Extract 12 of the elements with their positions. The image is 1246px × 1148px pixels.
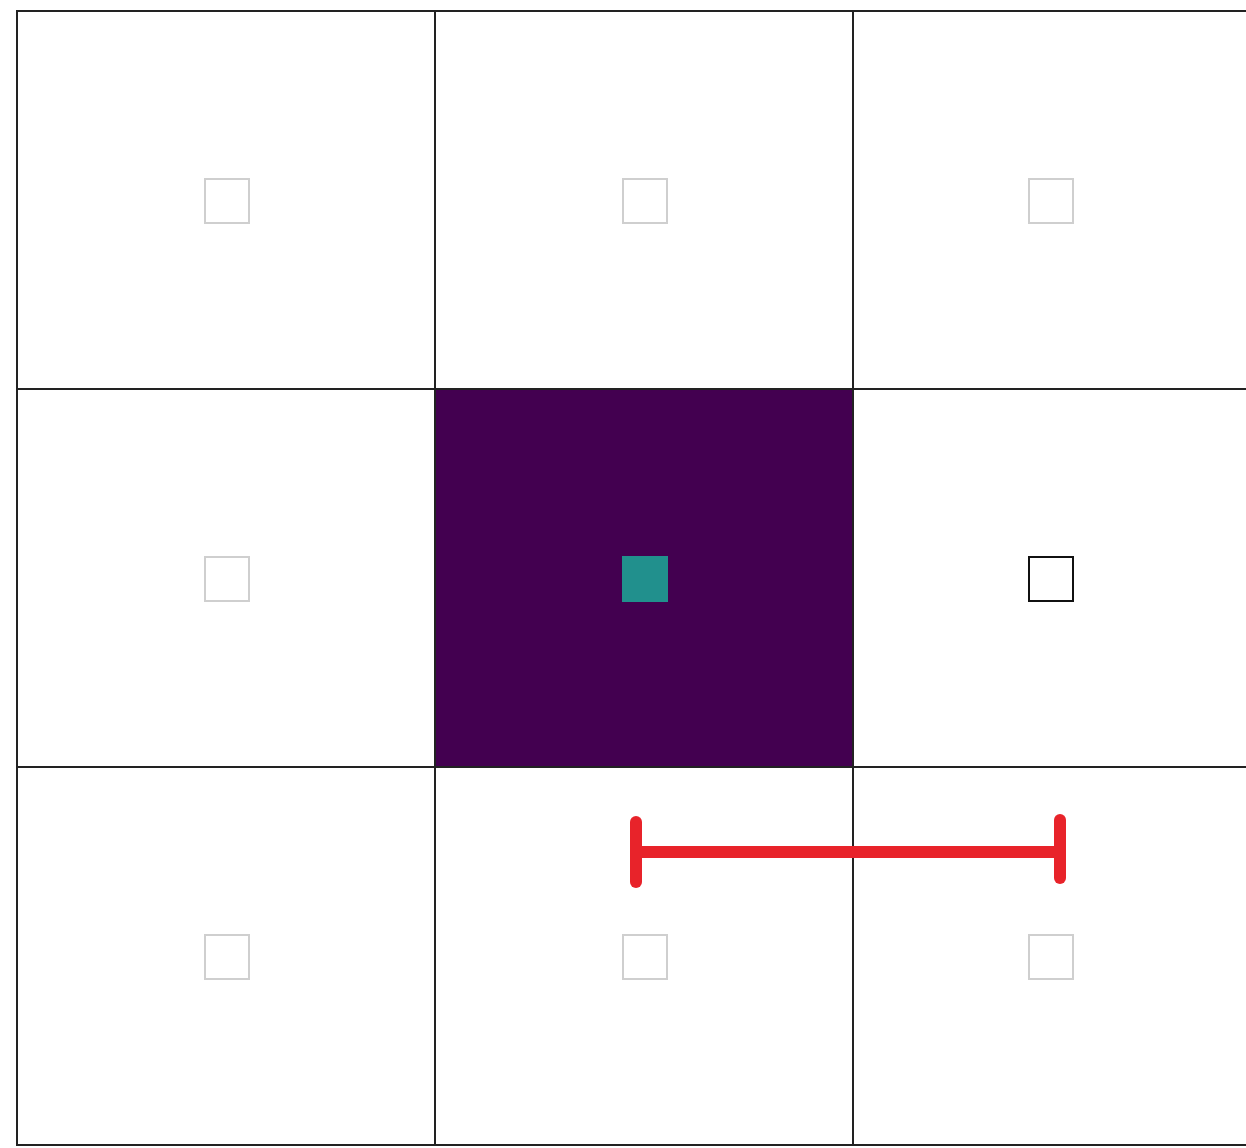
square-marker — [621, 177, 667, 223]
square-marker — [1027, 177, 1073, 223]
square-marker — [203, 555, 249, 601]
square-marker — [621, 933, 667, 979]
square-marker — [621, 555, 667, 601]
square-marker — [203, 177, 249, 223]
square-marker — [203, 933, 249, 979]
square-marker — [1027, 555, 1073, 601]
grid-cell — [16, 766, 436, 1146]
square-marker — [1027, 933, 1073, 979]
grid-cell — [16, 10, 436, 390]
filled-cell — [434, 388, 854, 768]
